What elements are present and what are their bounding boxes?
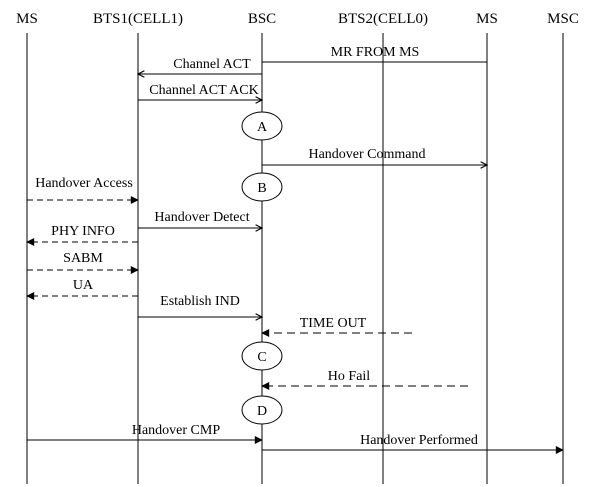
label-handover-detect: Handover Detect (154, 210, 249, 225)
label-handover-command: Handover Command (308, 147, 425, 162)
state-nodes: A B C D (241, 111, 283, 425)
entity-label-bsc: BSC (248, 11, 276, 27)
state-node-d: D (241, 395, 283, 425)
label-channel-act-ack: Channel ACT ACK (149, 83, 258, 98)
messages (26, 61, 564, 454)
state-node-c: C (241, 341, 283, 371)
lifelines (26, 33, 564, 484)
label-handover-cmp: Handover CMP (132, 423, 220, 438)
label-time-out: TIME OUT (300, 316, 367, 331)
label-handover-performed: Handover Performed (360, 433, 478, 448)
entity-label-ms2: MS (476, 11, 498, 27)
label-handover-access: Handover Access (35, 176, 133, 191)
state-node-a: A (241, 111, 283, 141)
label-channel-act: Channel ACT (173, 57, 251, 72)
label-mr-from-ms: MR FROM MS (331, 45, 420, 60)
label-ho-fail: Ho Fail (328, 369, 371, 384)
state-node-a-label: A (257, 120, 268, 135)
state-node-b-label: B (257, 181, 266, 196)
label-ua: UA (73, 278, 94, 293)
message-labels: MR FROM MS Channel ACT Channel ACT ACK H… (35, 45, 478, 448)
entity-label-bts1: BTS1(CELL1) (93, 11, 183, 27)
entity-label-msc: MSC (547, 11, 579, 27)
state-node-d-label: D (257, 404, 267, 419)
label-sabm: SABM (63, 251, 103, 266)
state-node-b: B (241, 172, 283, 202)
label-establish-ind: Establish IND (160, 294, 240, 309)
label-phy-info: PHY INFO (51, 224, 115, 239)
entity-label-ms1: MS (16, 11, 38, 27)
state-node-c-label: C (257, 350, 266, 365)
entity-label-bts2: BTS2(CELL0) (338, 11, 428, 27)
